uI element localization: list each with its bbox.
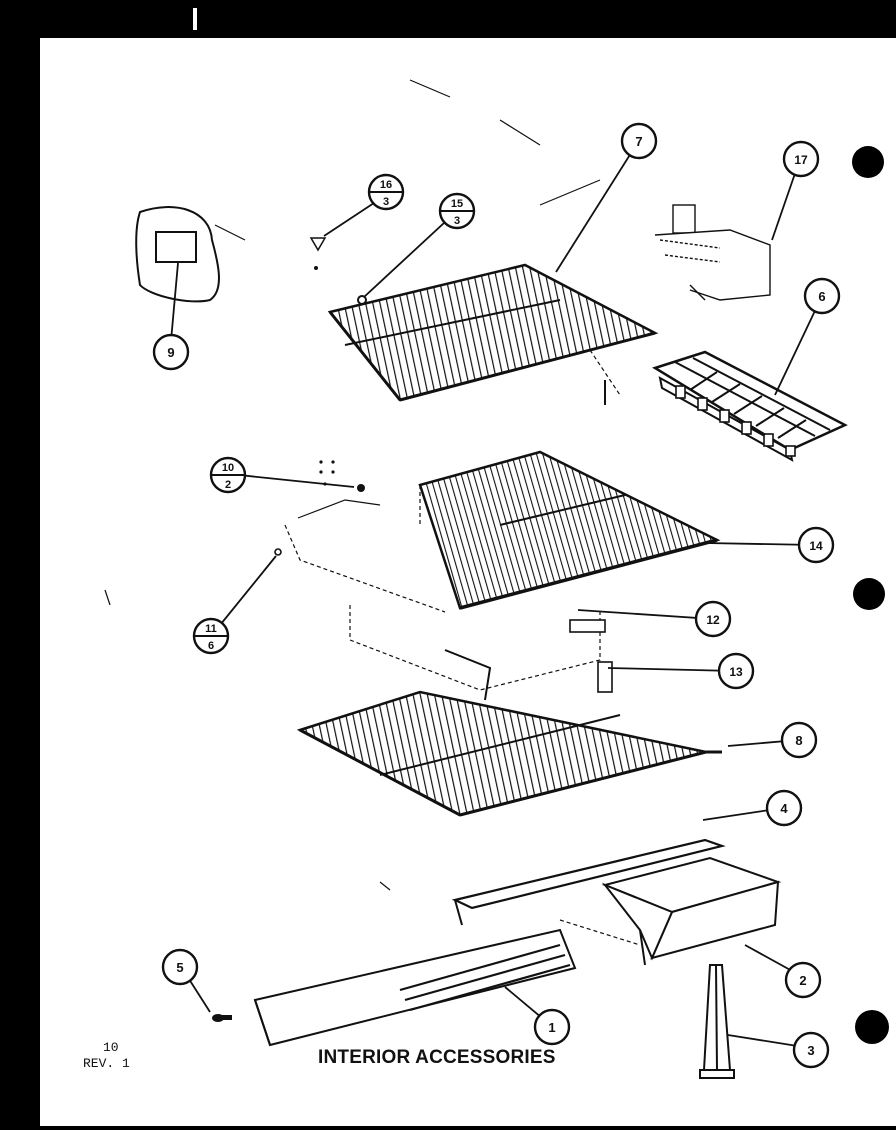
svg-text:6: 6 <box>818 289 825 304</box>
svg-text:1: 1 <box>548 1020 555 1035</box>
part-6-ice-tray <box>652 350 848 462</box>
svg-text:15: 15 <box>451 198 463 210</box>
part-9-label-plate <box>135 206 220 303</box>
part-14-middle-shelf <box>418 450 721 610</box>
split-callout-16-3: 16 3 <box>367 173 405 211</box>
part-1-drawer-rail <box>253 928 577 1047</box>
part-8-lower-shelf <box>296 690 722 817</box>
scan-mark <box>193 8 197 30</box>
callout-4: 4 <box>765 789 803 827</box>
callout-8: 8 <box>780 721 818 759</box>
part-4-crisper-cover <box>379 838 726 926</box>
part-3-support-leg <box>699 964 735 1079</box>
leader-lines <box>169 141 823 1049</box>
callout-13: 13 <box>717 652 755 690</box>
cabinet-outline <box>104 79 601 606</box>
svg-text:9: 9 <box>167 345 174 360</box>
svg-text:16: 16 <box>380 179 392 191</box>
svg-text:10: 10 <box>222 462 234 474</box>
part-7-upper-shelf <box>327 263 659 405</box>
callout-3: 3 <box>792 1031 830 1069</box>
callout-9: 9 <box>152 333 190 371</box>
callout-1: 1 <box>533 1008 571 1046</box>
revision-label: REV. 1 <box>83 1056 130 1071</box>
callout-17: 17 <box>782 140 820 178</box>
svg-text:3: 3 <box>807 1043 814 1058</box>
svg-text:4: 4 <box>780 801 788 816</box>
svg-text:5: 5 <box>176 960 183 975</box>
binder-hole-bottom <box>855 1010 889 1044</box>
part-16-fastener <box>309 237 327 270</box>
svg-text:14: 14 <box>809 539 823 553</box>
svg-text:17: 17 <box>794 153 808 167</box>
svg-text:3: 3 <box>383 196 389 208</box>
svg-text:11: 11 <box>205 623 217 635</box>
split-callout-11-6: 11 6 <box>192 617 230 655</box>
svg-text:2: 2 <box>225 479 231 491</box>
callout-6: 6 <box>803 277 841 315</box>
svg-text:13: 13 <box>729 665 743 679</box>
split-callout-15-3: 15 3 <box>438 192 476 230</box>
callout-14: 14 <box>797 526 835 564</box>
svg-text:2: 2 <box>799 973 806 988</box>
callout-5: 5 <box>161 948 199 986</box>
page-number: 10 <box>103 1040 119 1055</box>
shelf-support-frame <box>274 499 613 701</box>
svg-text:8: 8 <box>795 733 802 748</box>
part-5-screw <box>212 1014 232 1022</box>
diagram-title: INTERIOR ACCESSORIES <box>318 1047 556 1068</box>
callout-12: 12 <box>694 600 732 638</box>
part-17-ice-maker <box>654 204 771 301</box>
part-2-crisper-drawer <box>559 856 782 966</box>
split-callout-10-2: 10 2 <box>209 456 247 494</box>
binder-hole-middle <box>853 578 885 610</box>
svg-text:3: 3 <box>454 215 460 227</box>
svg-text:12: 12 <box>706 613 720 627</box>
callout-7: 7 <box>620 122 658 160</box>
binder-hole-top <box>852 146 884 178</box>
svg-text:6: 6 <box>208 640 214 652</box>
callout-2: 2 <box>784 961 822 999</box>
svg-text:7: 7 <box>635 134 642 149</box>
